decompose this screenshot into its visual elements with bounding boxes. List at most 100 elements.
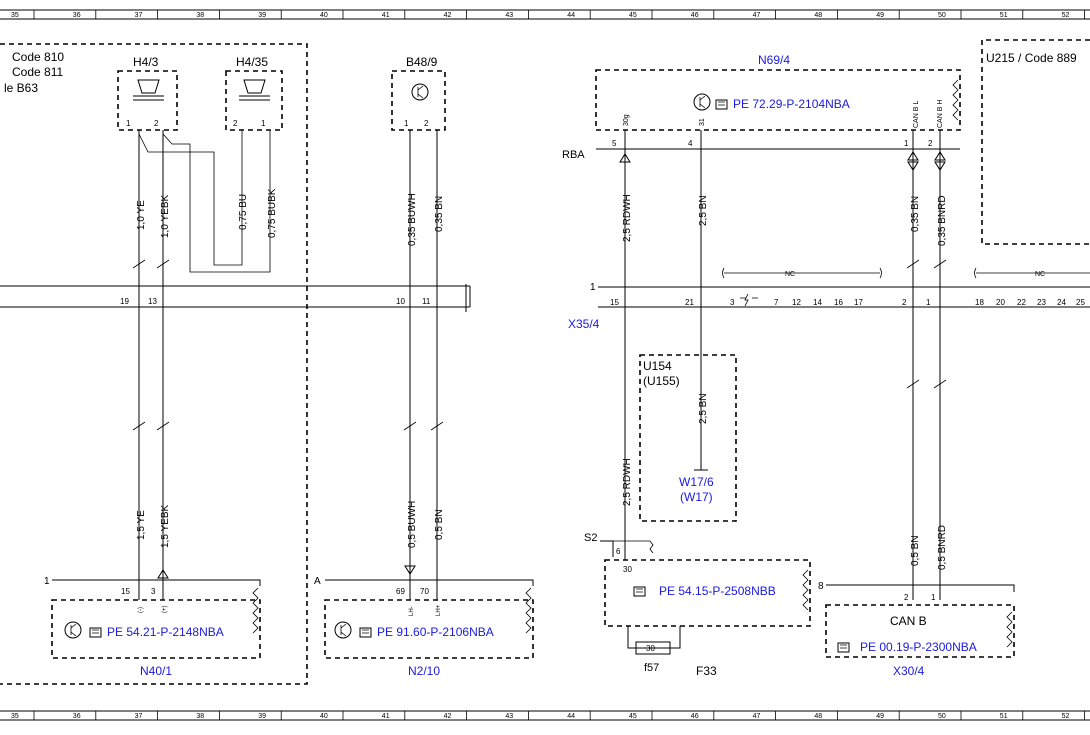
- svg-text:2: 2: [928, 139, 933, 148]
- wires: [132, 130, 947, 600]
- component-u215[interactable]: U215 / Code 889: [981, 39, 1090, 245]
- svg-text:2: 2: [902, 298, 907, 307]
- ruler-number: 51: [1000, 713, 1008, 720]
- code-b63: le B63: [4, 81, 38, 95]
- n2-10-label: N2/10: [408, 664, 440, 678]
- ruler-number: 36: [73, 713, 81, 720]
- ruler-number: 41: [382, 12, 390, 19]
- svg-text:30: 30: [623, 565, 632, 574]
- svg-text:CAN B H: CAN B H: [937, 100, 944, 128]
- svg-text:69: 69: [396, 587, 405, 596]
- svg-text:1: 1: [126, 119, 131, 128]
- code-811: Code 811: [12, 65, 63, 79]
- svg-text:16: 16: [834, 298, 843, 307]
- ruler-number: 52: [1062, 713, 1070, 720]
- reference-icon: [633, 586, 646, 597]
- ruler-number: 44: [567, 12, 575, 19]
- ruler-number: 47: [753, 713, 761, 720]
- reference-icon: [837, 642, 850, 653]
- svg-text:8: 8: [818, 581, 824, 592]
- svg-text:70: 70: [420, 587, 429, 596]
- ruler-number: 35: [11, 713, 19, 720]
- svg-text:0,5 BUWH: 0,5 BUWH: [407, 501, 418, 548]
- svg-text:CAN B L: CAN B L: [913, 101, 920, 128]
- transistor-icon: [693, 93, 711, 111]
- svg-text:1: 1: [590, 282, 596, 293]
- svg-text:2,5 RDWH: 2,5 RDWH: [622, 458, 633, 506]
- reference-icon: [89, 627, 102, 638]
- ruler-number: 46: [691, 12, 699, 19]
- f33-label: F33: [696, 664, 717, 678]
- fuse-f57-label: f57: [644, 662, 659, 674]
- svg-text:0,75 BU: 0,75 BU: [238, 194, 249, 230]
- ruler-number: 42: [444, 12, 452, 19]
- transistor-icon: [334, 621, 352, 639]
- svg-text:2: 2: [154, 119, 159, 128]
- svg-text:0,35 BUWH: 0,35 BUWH: [407, 193, 418, 246]
- x35-4-label: X35/4: [568, 317, 600, 331]
- component-n40-1[interactable]: 1 PE 54.21-P-2148NBA N40/1 15 3 (-) (+): [44, 576, 261, 678]
- svg-text:15: 15: [121, 587, 130, 596]
- ruler-number: 46: [691, 713, 699, 720]
- svg-text:2: 2: [233, 119, 238, 128]
- svg-text:1: 1: [261, 119, 266, 128]
- ruler-number: 38: [196, 12, 204, 19]
- component-f33[interactable]: S2 PE 54.15-P-2508NBB F33 6 30 30 f57: [584, 532, 811, 678]
- ruler-number: 44: [567, 713, 575, 720]
- ruler-number: 39: [258, 713, 266, 720]
- component-u154[interactable]: U154 (U155) W17/6 (W17): [639, 354, 737, 522]
- ruler-number: 48: [814, 713, 822, 720]
- code-810: Code 810: [12, 50, 64, 64]
- s2-label: S2: [584, 532, 597, 544]
- h4-35-box: [225, 70, 283, 131]
- svg-text:2,5 RDWH: 2,5 RDWH: [622, 194, 633, 242]
- svg-text:0,35 BN: 0,35 BN: [910, 196, 921, 232]
- h4-3-box: [117, 70, 178, 131]
- svg-text:5: 5: [612, 139, 617, 148]
- ruler-number: 36: [73, 12, 81, 19]
- b48-9-box: [391, 70, 446, 131]
- svg-text:1,5 YEBK: 1,5 YEBK: [160, 504, 171, 548]
- svg-text:2: 2: [424, 119, 429, 128]
- svg-text:13: 13: [148, 297, 157, 306]
- component-x30-4[interactable]: 8 CAN B PE 00.19-P-2300NBA X30/4 2 1: [818, 581, 1015, 678]
- speaker-icon: [133, 79, 164, 101]
- f33-ref[interactable]: PE 54.15-P-2508NBB: [659, 584, 776, 598]
- svg-text:14: 14: [813, 298, 822, 307]
- n40-1-ref[interactable]: PE 54.21-P-2148NBA: [107, 625, 224, 639]
- svg-text:6: 6: [616, 547, 621, 556]
- component-n69-4[interactable]: N69/4 PE 72.29-P-2104NBA RBA 5 4 1 2 30g…: [562, 53, 961, 161]
- svg-text:1: 1: [44, 576, 50, 587]
- svg-text:25: 25: [1076, 298, 1085, 307]
- component-h4-35[interactable]: H4/35 2 1: [225, 55, 283, 131]
- h4-35-label: H4/35: [236, 55, 268, 69]
- n69-4-box: [595, 69, 961, 131]
- ruler-number: 40: [320, 12, 328, 19]
- svg-text:1: 1: [931, 593, 936, 602]
- ruler-number: 43: [505, 713, 513, 720]
- wire-labels: 1,0 YE 1,0 YEBK 0,75 BU 0,75 BUBK 0,35 B…: [136, 188, 948, 570]
- svg-text:15: 15: [610, 298, 619, 307]
- n2-10-ref[interactable]: PE 91.60-P-2106NBA: [377, 625, 494, 639]
- ruler-number: 52: [1062, 12, 1070, 19]
- x30-4-ref[interactable]: PE 00.19-P-2300NBA: [860, 640, 977, 654]
- component-b48-9[interactable]: B48/9 1 2: [391, 55, 446, 131]
- svg-text:0,35 BNRD: 0,35 BNRD: [937, 195, 948, 246]
- component-n2-10[interactable]: A PE 91.60-P-2106NBA N2/10 69 70 LH- LH+: [314, 576, 534, 678]
- n69-4-ref[interactable]: PE 72.29-P-2104NBA: [733, 97, 850, 111]
- n69-4-side-label: RBA: [562, 149, 585, 161]
- svg-text:1,5 YE: 1,5 YE: [136, 510, 147, 540]
- ruler-number: 50: [938, 713, 946, 720]
- connector-x35-4[interactable]: 1 X35/4 19 13 10 11 15 21 3 7 12 14 16 1…: [0, 267, 1090, 331]
- component-h4-3[interactable]: H4/3 1 2: [117, 55, 178, 131]
- svg-text:NC: NC: [785, 271, 795, 278]
- ruler-number: 35: [11, 12, 19, 19]
- w17-6-label: W17/6: [679, 475, 714, 489]
- svg-text:1,0 YE: 1,0 YE: [136, 200, 147, 230]
- ruler-number: 43: [505, 12, 513, 19]
- n40-1-label: N40/1: [140, 664, 172, 678]
- svg-text:17: 17: [854, 298, 863, 307]
- svg-text:1: 1: [926, 298, 931, 307]
- ruler-number: 37: [135, 12, 143, 19]
